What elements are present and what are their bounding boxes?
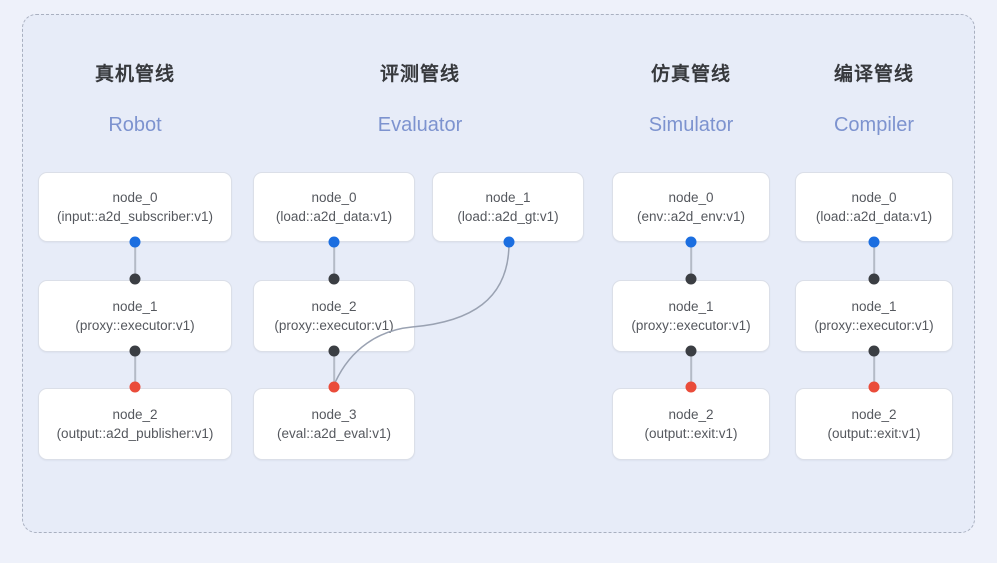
port-compiler-1-in[interactable] — [868, 273, 880, 285]
node-simulator-0[interactable]: node_0 (env::a2d_env:v1) — [612, 172, 770, 242]
node-kind: (input::a2d_subscriber:v1) — [56, 209, 214, 224]
node-evaluator-0[interactable]: node_0 (load::a2d_data:v1) — [253, 172, 415, 242]
port-evaluator-0-out[interactable] — [328, 236, 340, 248]
node-id: node_0 — [668, 190, 714, 205]
link-comp-1-2 — [873, 352, 875, 388]
node-compiler-0[interactable]: node_0 (load::a2d_data:v1) — [795, 172, 953, 242]
node-kind: (proxy::executor:v1) — [75, 318, 195, 333]
node-id: node_2 — [311, 299, 357, 314]
node-simulator-1[interactable]: node_1 (proxy::executor:v1) — [612, 280, 770, 352]
node-robot-1[interactable]: node_1 (proxy::executor:v1) — [38, 280, 232, 352]
port-compiler-1-out[interactable] — [868, 345, 880, 357]
link-sim-1-2 — [690, 352, 692, 388]
node-kind: (load::a2d_data:v1) — [275, 209, 393, 224]
node-kind: (proxy::executor:v1) — [814, 318, 934, 333]
node-id: node_3 — [311, 407, 357, 422]
node-evaluator-2[interactable]: node_2 (proxy::executor:v1) — [253, 280, 415, 352]
node-kind: (output::exit:v1) — [827, 426, 921, 441]
link-robot-0-1 — [134, 242, 136, 280]
node-kind: (proxy::executor:v1) — [274, 318, 394, 333]
port-robot-1-out[interactable] — [129, 345, 141, 357]
node-simulator-2[interactable]: node_2 (output::exit:v1) — [612, 388, 770, 460]
node-evaluator-1[interactable]: node_1 (load::a2d_gt:v1) — [432, 172, 584, 242]
port-simulator-2-in[interactable] — [685, 381, 697, 393]
node-id: node_0 — [851, 190, 897, 205]
port-compiler-0-out[interactable] — [868, 236, 880, 248]
node-evaluator-3[interactable]: node_3 (eval::a2d_eval:v1) — [253, 388, 415, 460]
node-kind: (load::a2d_gt:v1) — [457, 209, 559, 224]
port-simulator-1-out[interactable] — [685, 345, 697, 357]
node-compiler-2[interactable]: node_2 (output::exit:v1) — [795, 388, 953, 460]
node-id: node_1 — [851, 299, 897, 314]
port-simulator-1-in[interactable] — [685, 273, 697, 285]
node-id: node_2 — [668, 407, 714, 422]
link-robot-1-2 — [134, 352, 136, 388]
node-id: node_0 — [311, 190, 357, 205]
port-evaluator-3-in[interactable] — [328, 381, 340, 393]
node-id: node_1 — [112, 299, 158, 314]
node-id: node_2 — [851, 407, 897, 422]
node-kind: (load::a2d_data:v1) — [815, 209, 933, 224]
node-kind: (env::a2d_env:v1) — [636, 209, 746, 224]
port-robot-0-out[interactable] — [129, 236, 141, 248]
node-id: node_1 — [668, 299, 714, 314]
link-comp-0-1 — [873, 242, 875, 280]
node-kind: (output::exit:v1) — [644, 426, 738, 441]
port-evaluator-2-out[interactable] — [328, 345, 340, 357]
node-id: node_1 — [485, 190, 531, 205]
node-robot-2[interactable]: node_2 (output::a2d_publisher:v1) — [38, 388, 232, 460]
port-robot-1-in[interactable] — [129, 273, 141, 285]
link-sim-0-1 — [690, 242, 692, 280]
node-robot-0[interactable]: node_0 (input::a2d_subscriber:v1) — [38, 172, 232, 242]
port-evaluator-1-out[interactable] — [503, 236, 515, 248]
node-compiler-1[interactable]: node_1 (proxy::executor:v1) — [795, 280, 953, 352]
node-id: node_2 — [112, 407, 158, 422]
port-simulator-0-out[interactable] — [685, 236, 697, 248]
port-robot-2-in[interactable] — [129, 381, 141, 393]
port-compiler-2-in[interactable] — [868, 381, 880, 393]
node-kind: (output::a2d_publisher:v1) — [56, 426, 214, 441]
node-id: node_0 — [112, 190, 158, 205]
node-kind: (eval::a2d_eval:v1) — [276, 426, 392, 441]
port-evaluator-2-in[interactable] — [328, 273, 340, 285]
node-kind: (proxy::executor:v1) — [631, 318, 751, 333]
